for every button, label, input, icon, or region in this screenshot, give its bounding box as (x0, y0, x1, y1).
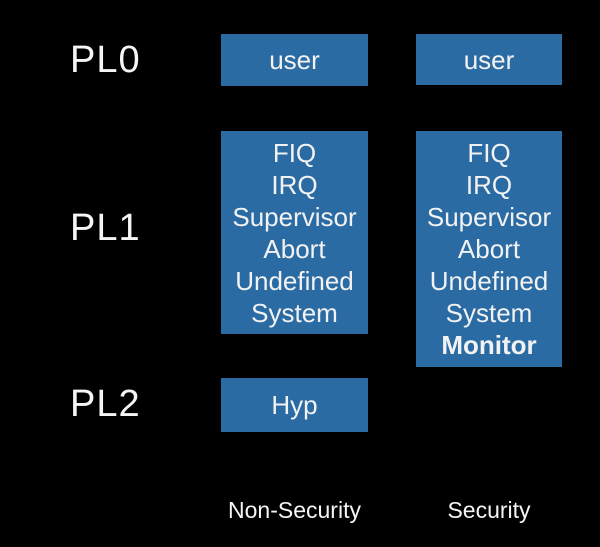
mode-label: user (269, 45, 320, 75)
box-pl2-non-security: Hyp (221, 378, 368, 432)
mode-label: Supervisor (232, 201, 357, 232)
mode-label: Undefined (429, 266, 549, 296)
mode-label: FIQ (467, 138, 511, 168)
mode-label: IRQ (465, 170, 513, 200)
column-label-non-security: Non-Security (228, 497, 361, 523)
box-pl0-security: user (416, 34, 562, 85)
mode-label: user (463, 44, 515, 75)
mode-label: System (251, 297, 338, 328)
mode-label: Hyp (271, 390, 318, 420)
mode-label: Undefined (235, 265, 354, 296)
mode-label: Monitor (441, 330, 537, 360)
row-label-pl2: PL2 (70, 383, 141, 425)
row-label-pl1: PL1 (70, 207, 141, 249)
mode-label: FIQ (272, 137, 317, 168)
box-pl0-non-security: user (221, 34, 368, 86)
mode-label: Abort (263, 233, 326, 264)
mode-label: Abort (457, 234, 521, 264)
mode-label: IRQ (271, 169, 318, 200)
row-label-pl0: PL0 (70, 39, 141, 81)
mode-label: Supervisor (426, 202, 552, 232)
column-label-security: Security (447, 497, 531, 523)
mode-label: System (445, 298, 533, 328)
